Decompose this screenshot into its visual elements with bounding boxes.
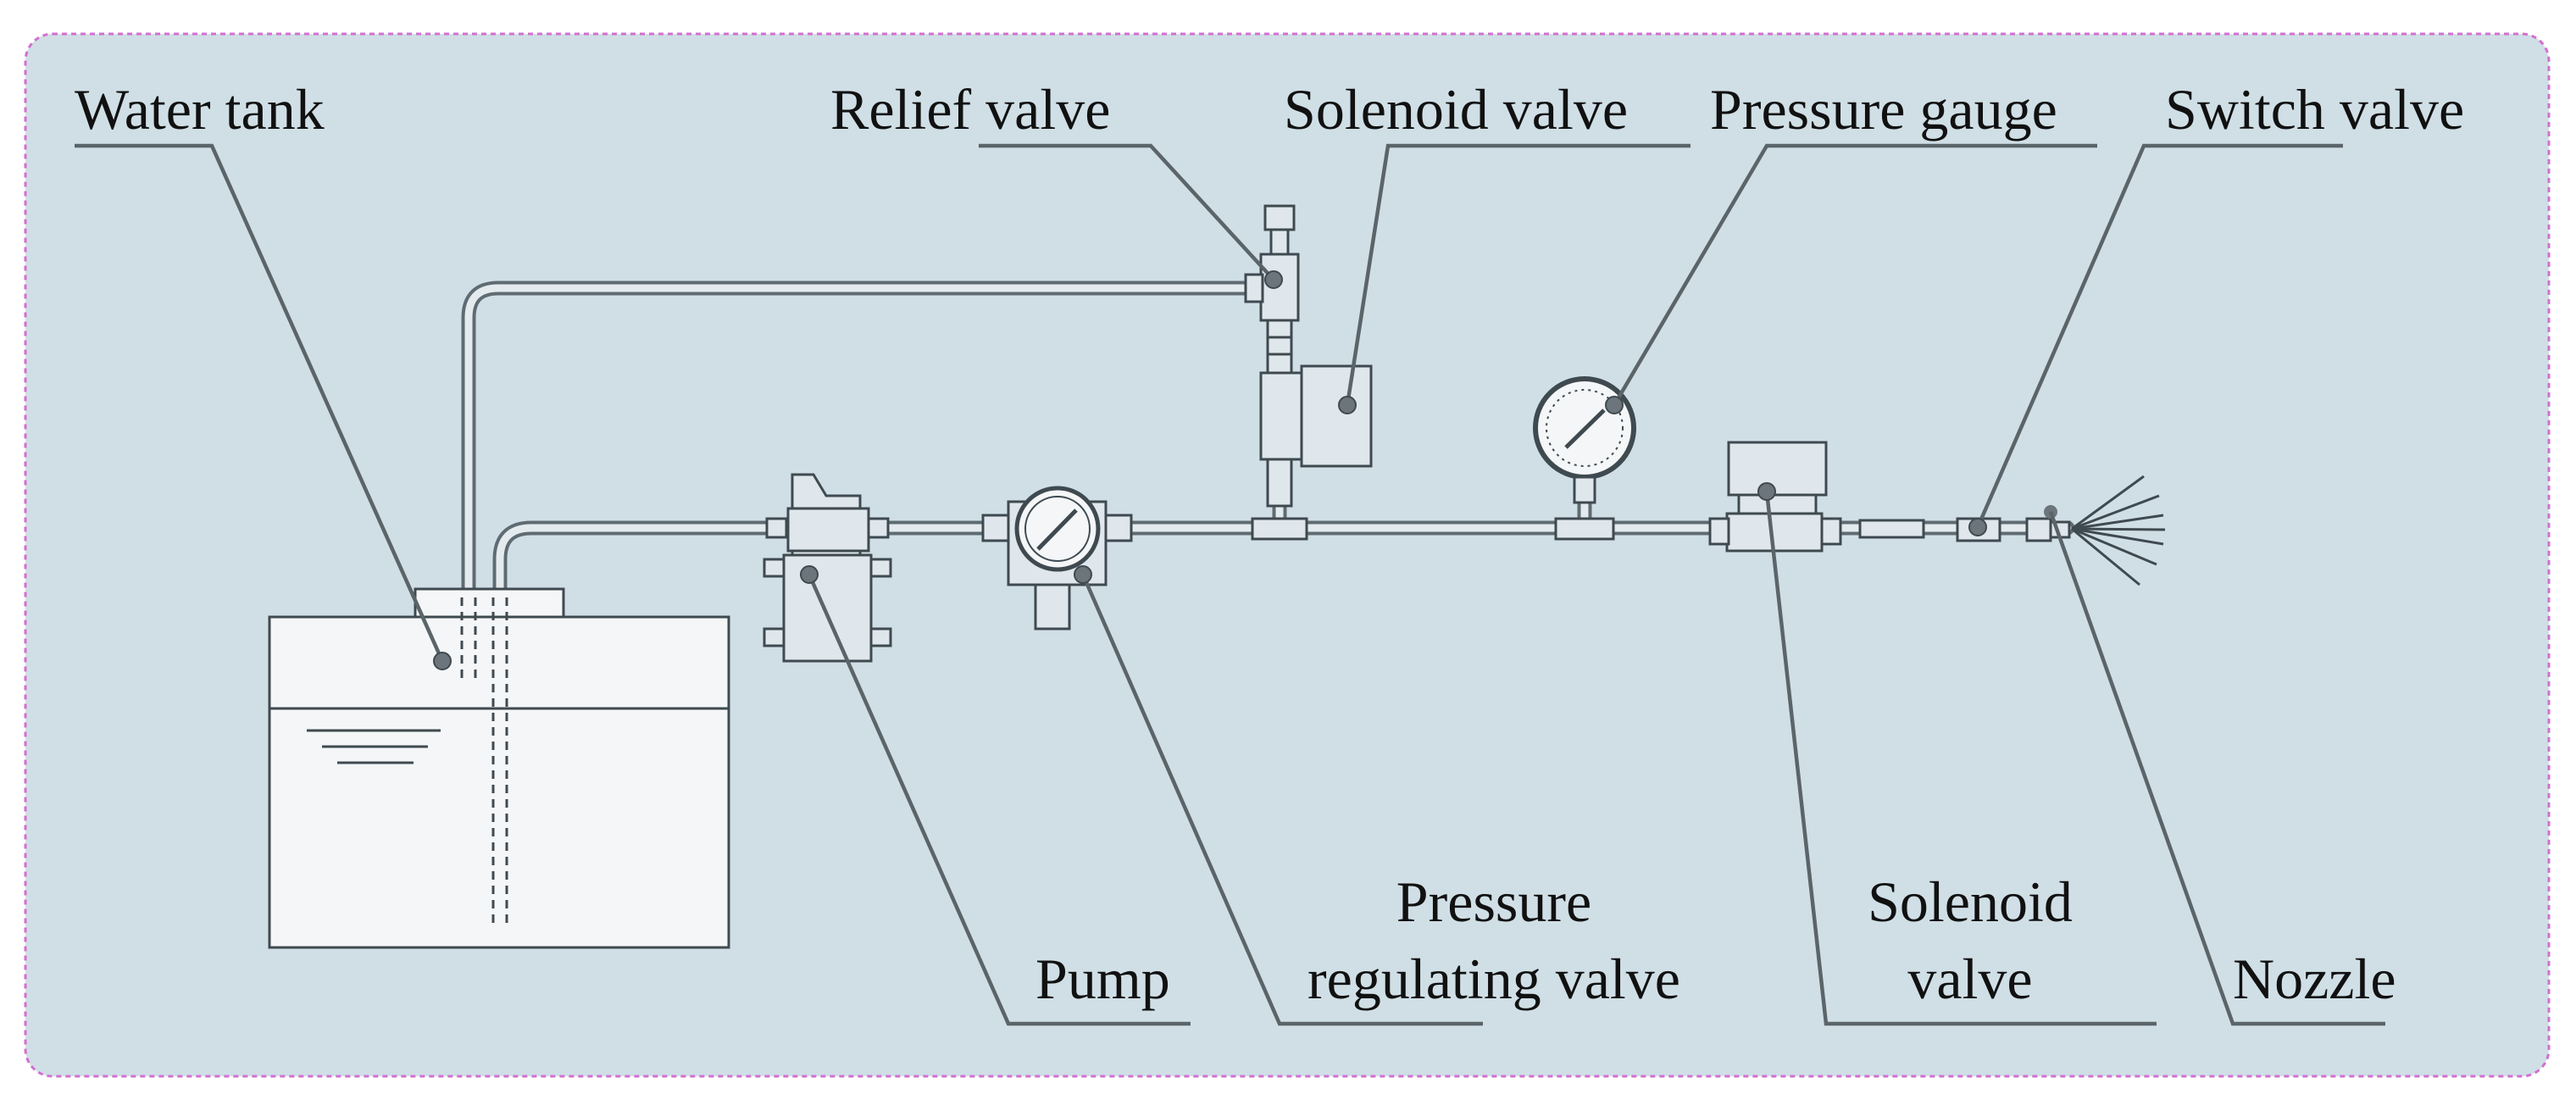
solenoid-valve-top [1251, 364, 1373, 541]
label-pressure-regulating-valve-1: Pressure [1396, 869, 1591, 934]
label-water-tank: Water tank [75, 77, 325, 142]
water-tank [268, 587, 730, 949]
pump [763, 473, 892, 663]
label-solenoid-valve-bottom-1: Solenoid [1868, 869, 2073, 934]
label-nozzle: Nozzle [2233, 947, 2396, 1011]
spray-lines [2071, 475, 2166, 586]
leader-lines [75, 143, 2385, 1026]
label-pressure-gauge: Pressure gauge [1710, 77, 2057, 142]
label-relief-valve: Relief valve [830, 77, 1110, 142]
label-pressure-regulating-valve-2: regulating valve [1307, 947, 1680, 1011]
labels: Water tank Relief valve Solenoid valve P… [75, 77, 2464, 1011]
label-switch-valve: Switch valve [2165, 77, 2464, 142]
label-pump: Pump [1035, 947, 1170, 1011]
label-solenoid-valve-bottom-2: valve [1907, 947, 2032, 1011]
label-solenoid-valve-top: Solenoid valve [1284, 77, 1628, 142]
